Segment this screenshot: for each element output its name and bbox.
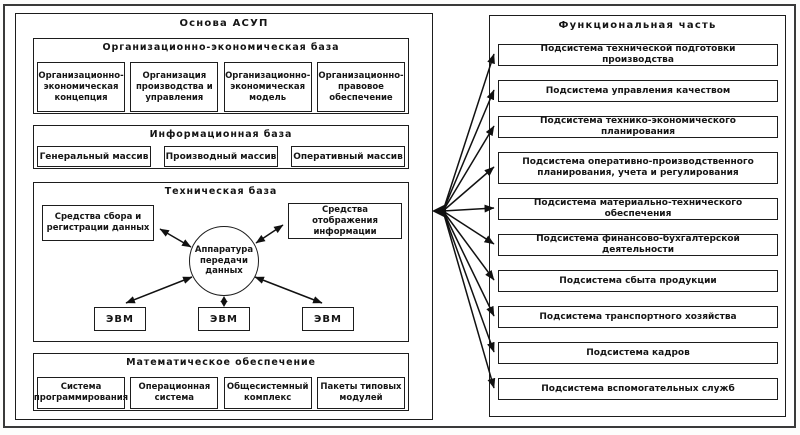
info-row: Генеральный массив Производный массив Оп… [34,146,408,167]
section-math-support: Математическое обеспечение Система прогр… [33,353,409,411]
subsystem-box: Подсистема управления качеством [498,80,778,102]
section-tech-title: Техническая база [164,186,278,197]
subsystem-box: Подсистема технической подготовки произв… [498,44,778,66]
info-box: Оперативный массив [291,146,405,167]
subsystem-box: Подсистема оперативно-производственного … [498,152,778,184]
org-econ-box: Организационно-правовое обеспечение [316,62,405,112]
panel-osnova-asup: Основа АСУП Организационно-экономическая… [15,13,433,420]
section-info-title: Информационная база [149,129,293,140]
subsystem-box: Подсистема технико-экономического планир… [498,116,778,138]
subsystem-box: Подсистема сбыта продукции [498,270,778,292]
section-tech-base: Техническая база Средства сбора и регист… [33,182,409,342]
tech-display-box: Средства отображения информации [288,203,402,239]
section-info-base: Информационная база Генеральный массив П… [33,125,409,169]
org-econ-box: Организационно-экономическая модель [223,62,312,112]
math-box: Операционная система [130,377,219,409]
org-econ-box: Организация производства и управления [130,62,219,112]
evm-box: ЭВМ [94,307,146,331]
org-econ-row: Организационно-экономическая концепция О… [34,62,408,112]
panel-functional-part: Функциональная часть Подсистема техничес… [489,15,786,417]
info-box: Производный массив [164,146,278,167]
evm-box: ЭВМ [302,307,354,331]
subsystem-box: Подсистема транспортного хозяйства [498,306,778,328]
math-row: Система программирования Операционная си… [34,377,408,409]
subsystem-box: Подсистема материально-технического обес… [498,198,778,220]
subsystem-box: Подсистема финансово-бухгалтерской деяте… [498,234,778,256]
section-math-title: Математическое обеспечение [126,357,316,368]
right-panel-title: Функциональная часть [558,20,717,31]
evm-box: ЭВМ [198,307,250,331]
math-box: Система программирования [34,377,128,409]
info-box: Генеральный массив [37,146,151,167]
section-org-econ-title: Организационно-экономическая база [102,42,340,53]
data-transmission-hub-circle: Аппаратура передачи данных [189,226,259,296]
math-box: Общесистемный комплекс [223,377,312,409]
org-econ-box: Организационно-экономическая концепция [37,62,125,112]
math-box: Пакеты типовых модулей [316,377,405,409]
section-org-econ: Организационно-экономическая база Органи… [33,38,409,114]
subsystem-box: Подсистема вспомогательных служб [498,378,778,400]
left-panel-title: Основа АСУП [179,18,269,29]
subsystem-box: Подсистема кадров [498,342,778,364]
tech-collect-box: Средства сбора и регистрации данных [42,205,154,241]
